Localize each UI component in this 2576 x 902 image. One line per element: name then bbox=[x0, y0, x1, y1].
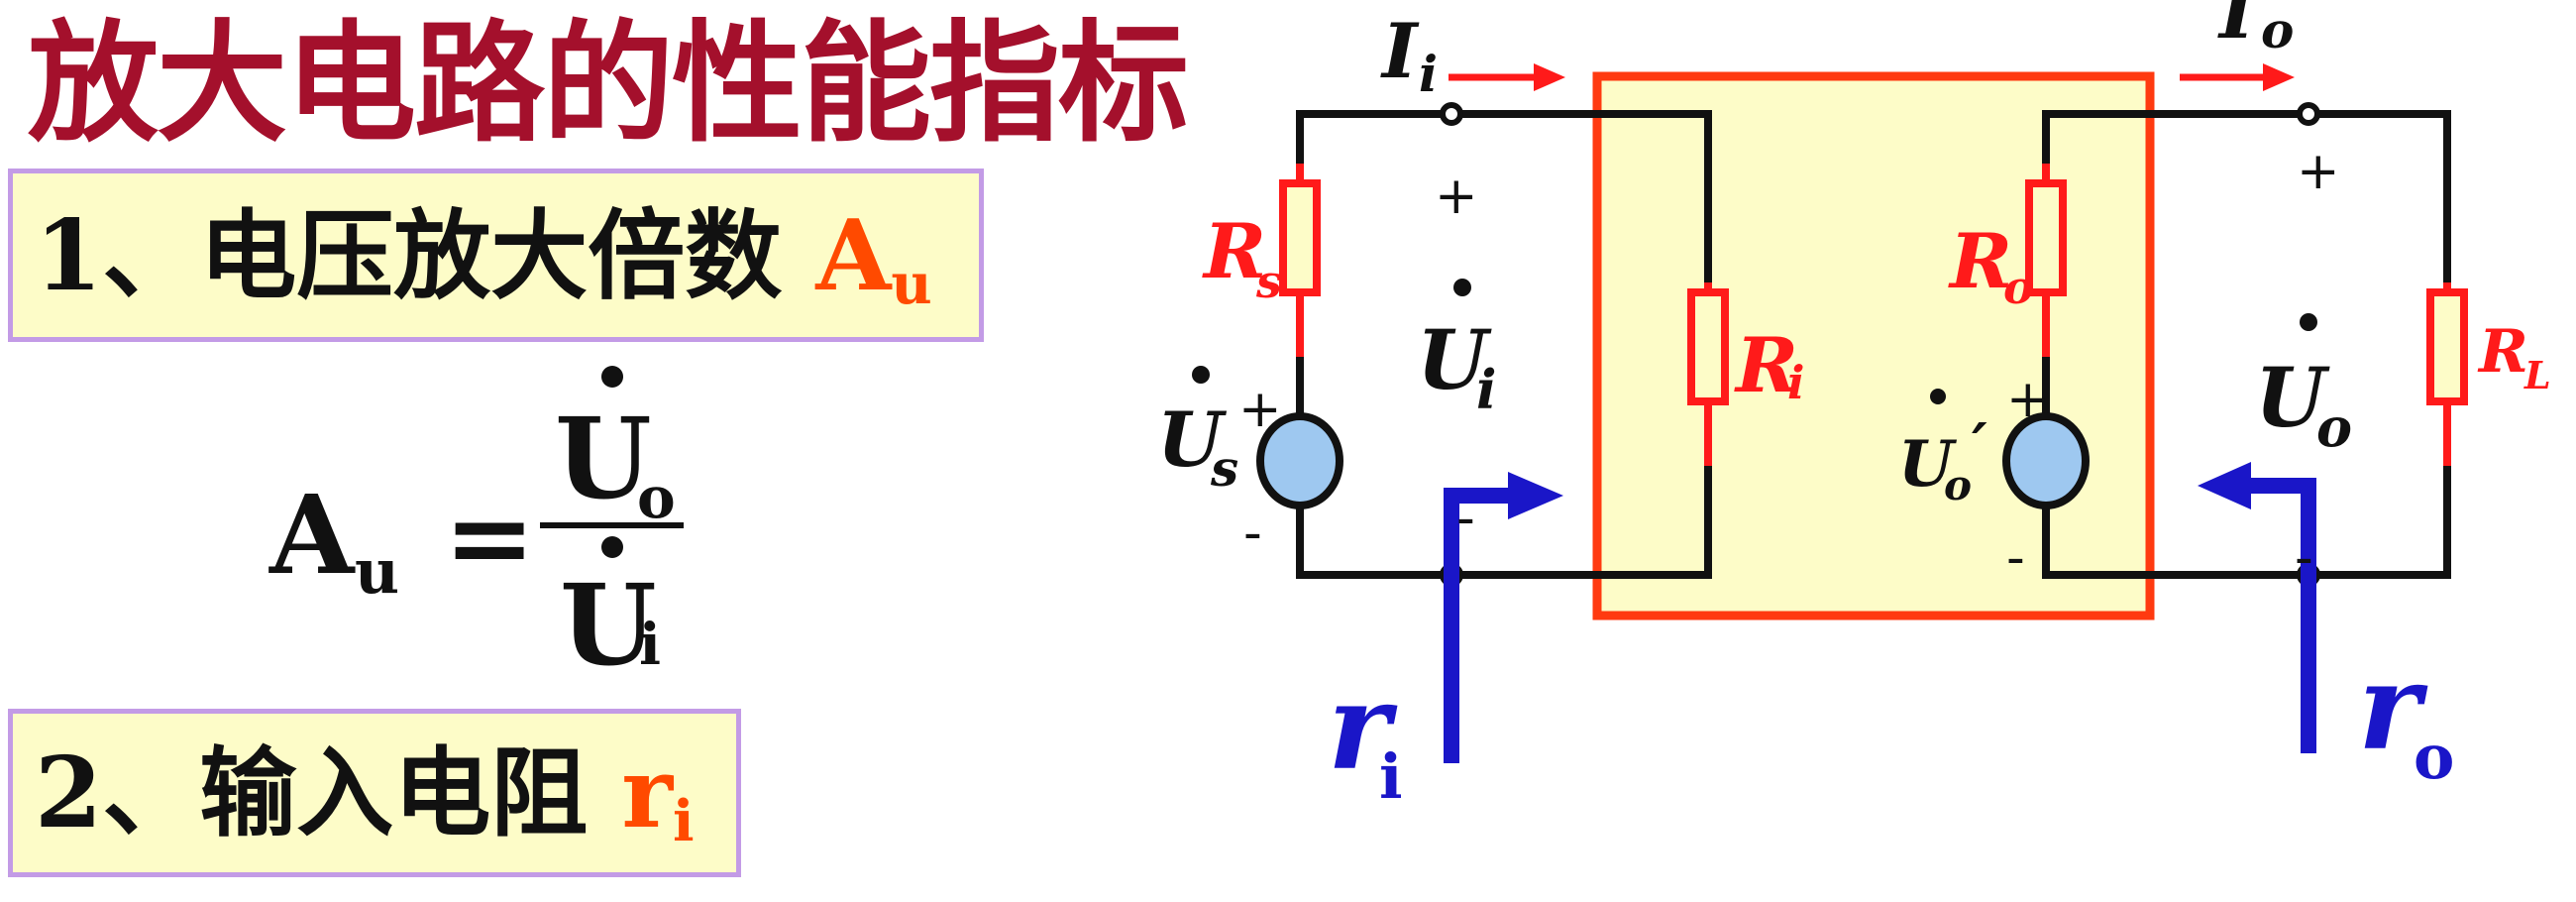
label-rl-sub: L bbox=[2523, 353, 2551, 397]
label-output-current-sub: o bbox=[2261, 1, 2294, 59]
dot-icon bbox=[601, 536, 623, 558]
source-us-icon bbox=[1256, 412, 1343, 509]
formula-eq: = bbox=[444, 473, 535, 601]
label-output-resistance: r bbox=[2358, 637, 2428, 777]
label-open-voltage: U bbox=[1898, 427, 1958, 502]
label-output-voltage: U bbox=[2255, 351, 2330, 446]
svg-text:-: - bbox=[2006, 528, 2025, 588]
label-input-resistance-sub: i bbox=[1379, 740, 1403, 813]
svg-text:+: + bbox=[2006, 370, 2050, 429]
label-input-current: I bbox=[1380, 7, 1420, 95]
label-input-voltage-sub: i bbox=[1476, 358, 1497, 421]
dot-icon bbox=[601, 366, 623, 388]
svg-text:+: + bbox=[2297, 142, 2340, 201]
formula-lhs: A bbox=[268, 471, 356, 599]
label-ri: R bbox=[1734, 321, 1798, 409]
item-voltage-gain-symbol: Au bbox=[815, 199, 932, 318]
label-output-current: I bbox=[2217, 0, 2257, 56]
resistor-ro bbox=[2025, 179, 2067, 296]
page-title: 放大电路的性能指标 bbox=[28, 8, 1189, 161]
blue-arrows bbox=[1444, 478, 2316, 763]
label-input-current-sub: i bbox=[1419, 45, 1438, 103]
resistor-ri bbox=[1687, 288, 1729, 405]
item-voltage-gain-label: 1、电压放大倍数 bbox=[35, 199, 816, 313]
label-open-voltage-prime: ′ bbox=[1972, 411, 1987, 481]
source-uo-prime-icon bbox=[2002, 412, 2090, 509]
label-input-resistance: r bbox=[1328, 657, 1398, 797]
label-input-voltage: U bbox=[1417, 313, 1492, 408]
gain-formula: A u = U o U i bbox=[268, 366, 684, 691]
formula-den-sub: i bbox=[639, 611, 661, 678]
label-source-voltage-sub: s bbox=[1210, 439, 1238, 498]
label-output-voltage-sub: o bbox=[2316, 395, 2352, 459]
label-source-voltage: U bbox=[1157, 395, 1228, 484]
item-input-resistance: 2、输入电阻 ri bbox=[8, 709, 741, 877]
label-output-resistance-sub: o bbox=[2414, 721, 2454, 793]
item-input-resistance-symbol: ri bbox=[621, 736, 695, 855]
label-ro: R bbox=[1948, 217, 2012, 305]
svg-text:-: - bbox=[2295, 528, 2313, 588]
label-rs-sub: s bbox=[1255, 255, 1282, 308]
dot-icon bbox=[1192, 366, 1210, 384]
svg-text:-: - bbox=[1456, 489, 1475, 548]
label-ro-sub: o bbox=[2003, 261, 2034, 314]
dot-icon bbox=[1453, 279, 1471, 296]
dot-icon bbox=[2300, 313, 2317, 331]
svg-text:+: + bbox=[1238, 380, 1282, 439]
amplifier-box bbox=[1592, 71, 2155, 620]
formula-den: U bbox=[560, 561, 657, 691]
arrow-left-icon bbox=[2198, 462, 2251, 509]
resistor-rs bbox=[1279, 179, 1321, 296]
dot-icon bbox=[1930, 389, 1946, 404]
polarity-signs: + + - - + + - - bbox=[1238, 142, 2340, 588]
formula-lhs-sub: u bbox=[355, 535, 399, 608]
formula-num: U bbox=[555, 395, 652, 524]
label-rl: R bbox=[2477, 317, 2528, 387]
label-rs: R bbox=[1202, 207, 1266, 295]
svg-text:-: - bbox=[1243, 504, 1262, 563]
formula-num-sub: o bbox=[637, 464, 676, 531]
label-open-voltage-sub: o bbox=[1944, 461, 1972, 509]
item-input-resistance-label: 2、输入电阻 bbox=[35, 736, 622, 850]
current-arrows bbox=[1449, 63, 2295, 91]
svg-text:+: + bbox=[1435, 167, 1478, 226]
label-ri-sub: i bbox=[1787, 356, 1804, 409]
resistor-rl bbox=[2426, 288, 2468, 405]
arrow-right-icon bbox=[1508, 472, 1563, 519]
item-voltage-gain: 1、电压放大倍数 Au bbox=[8, 169, 984, 342]
